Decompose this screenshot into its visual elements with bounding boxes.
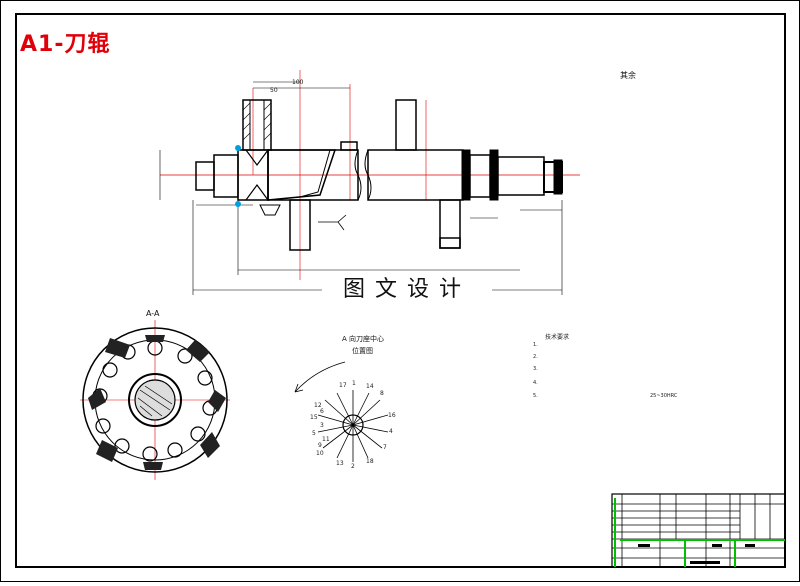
tool-position-diagram	[294, 361, 389, 462]
position-number: 18	[366, 458, 374, 465]
position-number: 14	[366, 383, 374, 390]
position-number: 10	[316, 450, 324, 457]
dimension-50: 50	[270, 87, 278, 94]
dimension-100: 100	[292, 79, 304, 86]
position-number: 11	[322, 436, 330, 443]
position-number: 16	[388, 412, 396, 419]
title-block	[611, 493, 786, 568]
position-number: 2	[351, 463, 355, 470]
view-note-line2: 位置图	[352, 347, 373, 355]
tech-item-1: 1.	[533, 342, 538, 348]
tech-item-5: 5.	[533, 393, 538, 399]
position-number: 15	[310, 414, 318, 421]
section-label-aa: A-A	[146, 309, 160, 318]
tech-requirements-title: 技术要求	[545, 334, 570, 341]
position-number: 4	[389, 428, 393, 435]
drawing-title: A1-刀辊	[20, 32, 111, 57]
surface-note: 其余	[620, 71, 636, 80]
position-number: 9	[318, 442, 322, 449]
shaft-main-view	[159, 70, 580, 295]
position-number: 8	[380, 390, 384, 397]
position-number: 6	[320, 408, 324, 415]
tech-item-2: 2.	[533, 354, 538, 360]
position-number: 17	[339, 382, 347, 389]
position-number: 5	[312, 430, 316, 437]
tech-item-4: 4.	[533, 380, 538, 386]
position-number: 7	[383, 444, 387, 451]
view-note-line1: A 向刀座中心	[342, 335, 385, 343]
position-number: 1	[352, 380, 356, 387]
position-number: 13	[336, 460, 344, 467]
inner-frame	[15, 13, 786, 568]
section-a-a-view	[80, 320, 230, 480]
marker-top	[235, 145, 241, 151]
tech-item-3: 3.	[533, 366, 538, 372]
hardness-spec: 25~30HRC	[650, 393, 678, 399]
position-number: 12	[314, 402, 322, 409]
marker-bottom	[235, 201, 241, 207]
position-number: 3	[320, 422, 324, 429]
watermark: 图文设计	[322, 274, 492, 306]
